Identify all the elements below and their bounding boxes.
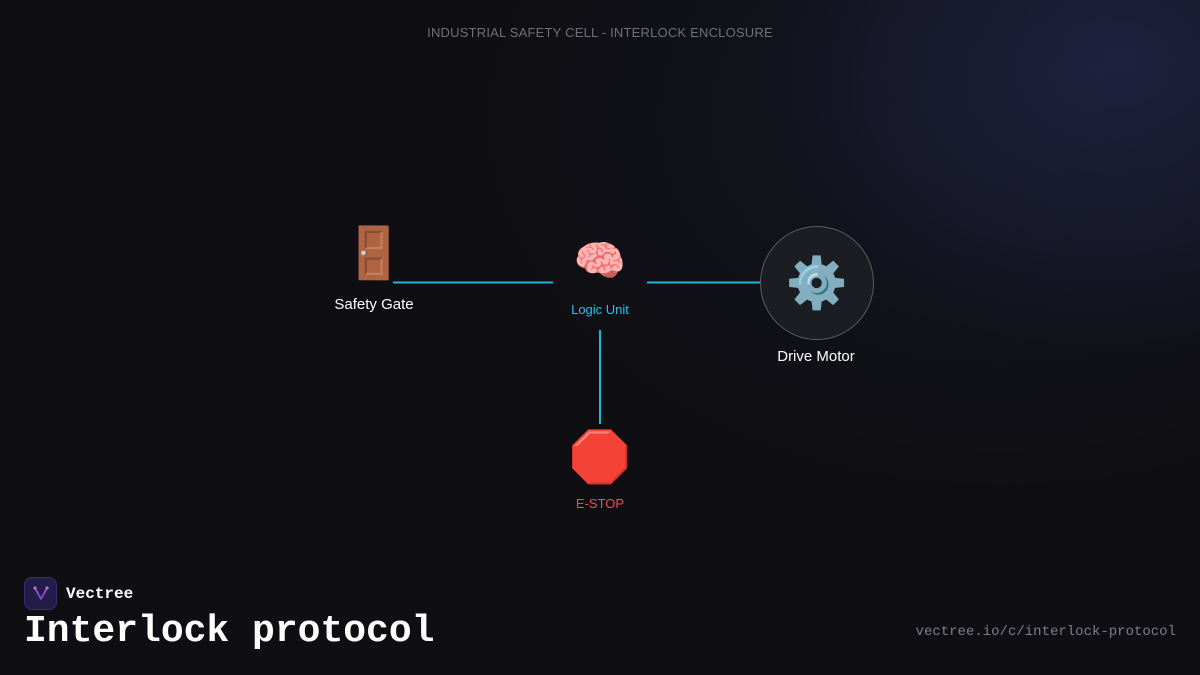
diagram-title: INDUSTRIAL SAFETY CELL - INTERLOCK ENCLO… (427, 25, 773, 40)
node-e-stop: 🛑 E-STOP (550, 432, 650, 511)
node-safety-gate: 🚪 Safety Gate (324, 228, 424, 313)
stop-sign-icon: 🛑 (568, 429, 632, 485)
node-drive-motor: ⚙️ (760, 226, 874, 340)
node-label-logic-unit: Logic Unit (571, 302, 629, 317)
node-label-safety-gate: Safety Gate (334, 296, 414, 313)
gear-icon: ⚙️ (785, 255, 849, 311)
page-url: vectree.io/c/interlock-protocol (915, 624, 1176, 640)
door-icon: 🚪 (342, 225, 406, 281)
vectree-logo-icon (24, 577, 57, 610)
node-logic-unit: 🧠 Logic Unit (550, 237, 650, 318)
brain-icon: 🧠 (573, 237, 627, 284)
brand-name: Vectree (66, 584, 134, 603)
brand: Vectree (24, 577, 133, 610)
page-title: Interlock protocol (24, 610, 435, 653)
node-label-e-stop: E-STOP (575, 496, 625, 511)
node-label-drive-motor: Drive Motor (777, 348, 855, 365)
